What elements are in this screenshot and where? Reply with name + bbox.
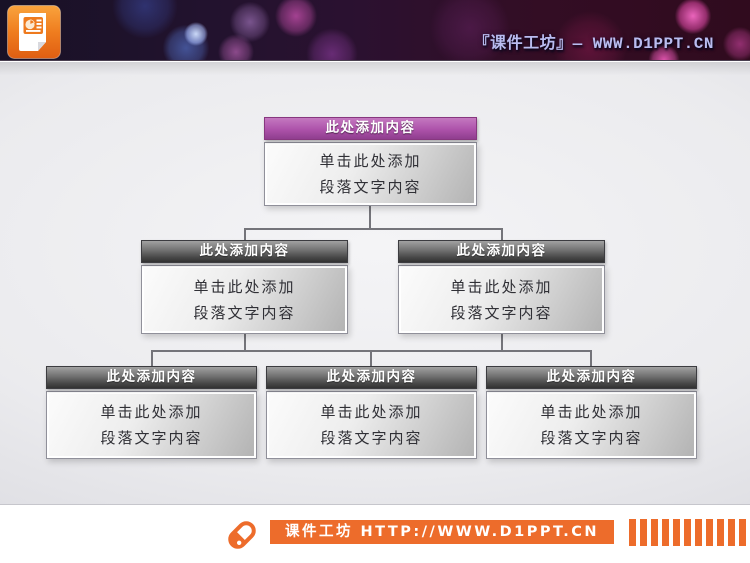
org-node-body[interactable]: 单击此处添加 段落文字内容	[264, 142, 477, 206]
org-node-header[interactable]: 此处添加内容	[141, 240, 348, 263]
org-node-body[interactable]: 单击此处添加 段落文字内容	[398, 265, 605, 334]
slide-canvas: 此处添加内容 单击此处添加 段落文字内容 此处添加内容 单击此处添加 段落文字内…	[0, 62, 750, 505]
powerpoint-icon	[7, 5, 61, 59]
connector-line	[369, 204, 371, 230]
org-node-title: 此处添加内容	[326, 369, 417, 385]
connector-line	[244, 334, 246, 352]
org-node-title: 此处添加内容	[456, 243, 547, 259]
org-node-text: 单击此处添加 段落文字内容	[100, 403, 203, 447]
org-node-body[interactable]: 单击此处添加 段落文字内容	[141, 265, 348, 334]
barcode-decoration	[629, 519, 750, 546]
org-node-text: 单击此处添加 段落文字内容	[319, 152, 422, 196]
connector-line	[244, 228, 246, 241]
org-node-child-3[interactable]: 此处添加内容 单击此处添加 段落文字内容	[486, 366, 697, 459]
org-node-text: 单击此处添加 段落文字内容	[450, 277, 553, 322]
org-node-right[interactable]: 此处添加内容 单击此处添加 段落文字内容	[398, 240, 605, 334]
org-node-header[interactable]: 此处添加内容	[486, 366, 697, 389]
banner-brand-text: 『课件工坊』— WWW.D1PPT.CN	[473, 35, 714, 53]
footer-bar: 课件工坊 HTTP://WWW.D1PPT.CN	[0, 506, 750, 563]
connector-line	[501, 228, 503, 241]
org-node-left[interactable]: 此处添加内容 单击此处添加 段落文字内容	[141, 240, 348, 334]
connector-line	[151, 350, 153, 366]
org-node-body[interactable]: 单击此处添加 段落文字内容	[486, 391, 697, 459]
connector-line	[501, 334, 503, 352]
org-node-title: 此处添加内容	[546, 369, 637, 385]
org-node-child-2[interactable]: 此处添加内容 单击此处添加 段落文字内容	[266, 366, 477, 459]
footer-site-link[interactable]: 课件工坊 HTTP://WWW.D1PPT.CN	[270, 520, 614, 544]
top-banner: 『课件工坊』— WWW.D1PPT.CN	[0, 0, 750, 61]
org-node-root[interactable]: 此处添加内容 单击此处添加 段落文字内容	[264, 117, 477, 206]
connector-line	[370, 350, 372, 366]
org-node-header[interactable]: 此处添加内容	[266, 366, 477, 389]
org-node-text: 单击此处添加 段落文字内容	[540, 403, 643, 447]
org-node-text: 单击此处添加 段落文字内容	[193, 277, 296, 322]
org-node-title: 此处添加内容	[325, 120, 416, 136]
org-node-header[interactable]: 此处添加内容	[264, 117, 477, 140]
org-node-child-1[interactable]: 此处添加内容 单击此处添加 段落文字内容	[46, 366, 257, 459]
org-node-body[interactable]: 单击此处添加 段落文字内容	[46, 391, 257, 459]
org-node-header[interactable]: 此处添加内容	[398, 240, 605, 263]
connector-line	[244, 228, 503, 230]
org-node-body[interactable]: 单击此处添加 段落文字内容	[266, 391, 477, 459]
link-pill-icon	[228, 521, 256, 549]
org-node-text: 单击此处添加 段落文字内容	[320, 403, 423, 447]
org-node-title: 此处添加内容	[106, 369, 197, 385]
org-node-header[interactable]: 此处添加内容	[46, 366, 257, 389]
connector-line	[590, 350, 592, 366]
org-node-title: 此处添加内容	[199, 243, 290, 259]
